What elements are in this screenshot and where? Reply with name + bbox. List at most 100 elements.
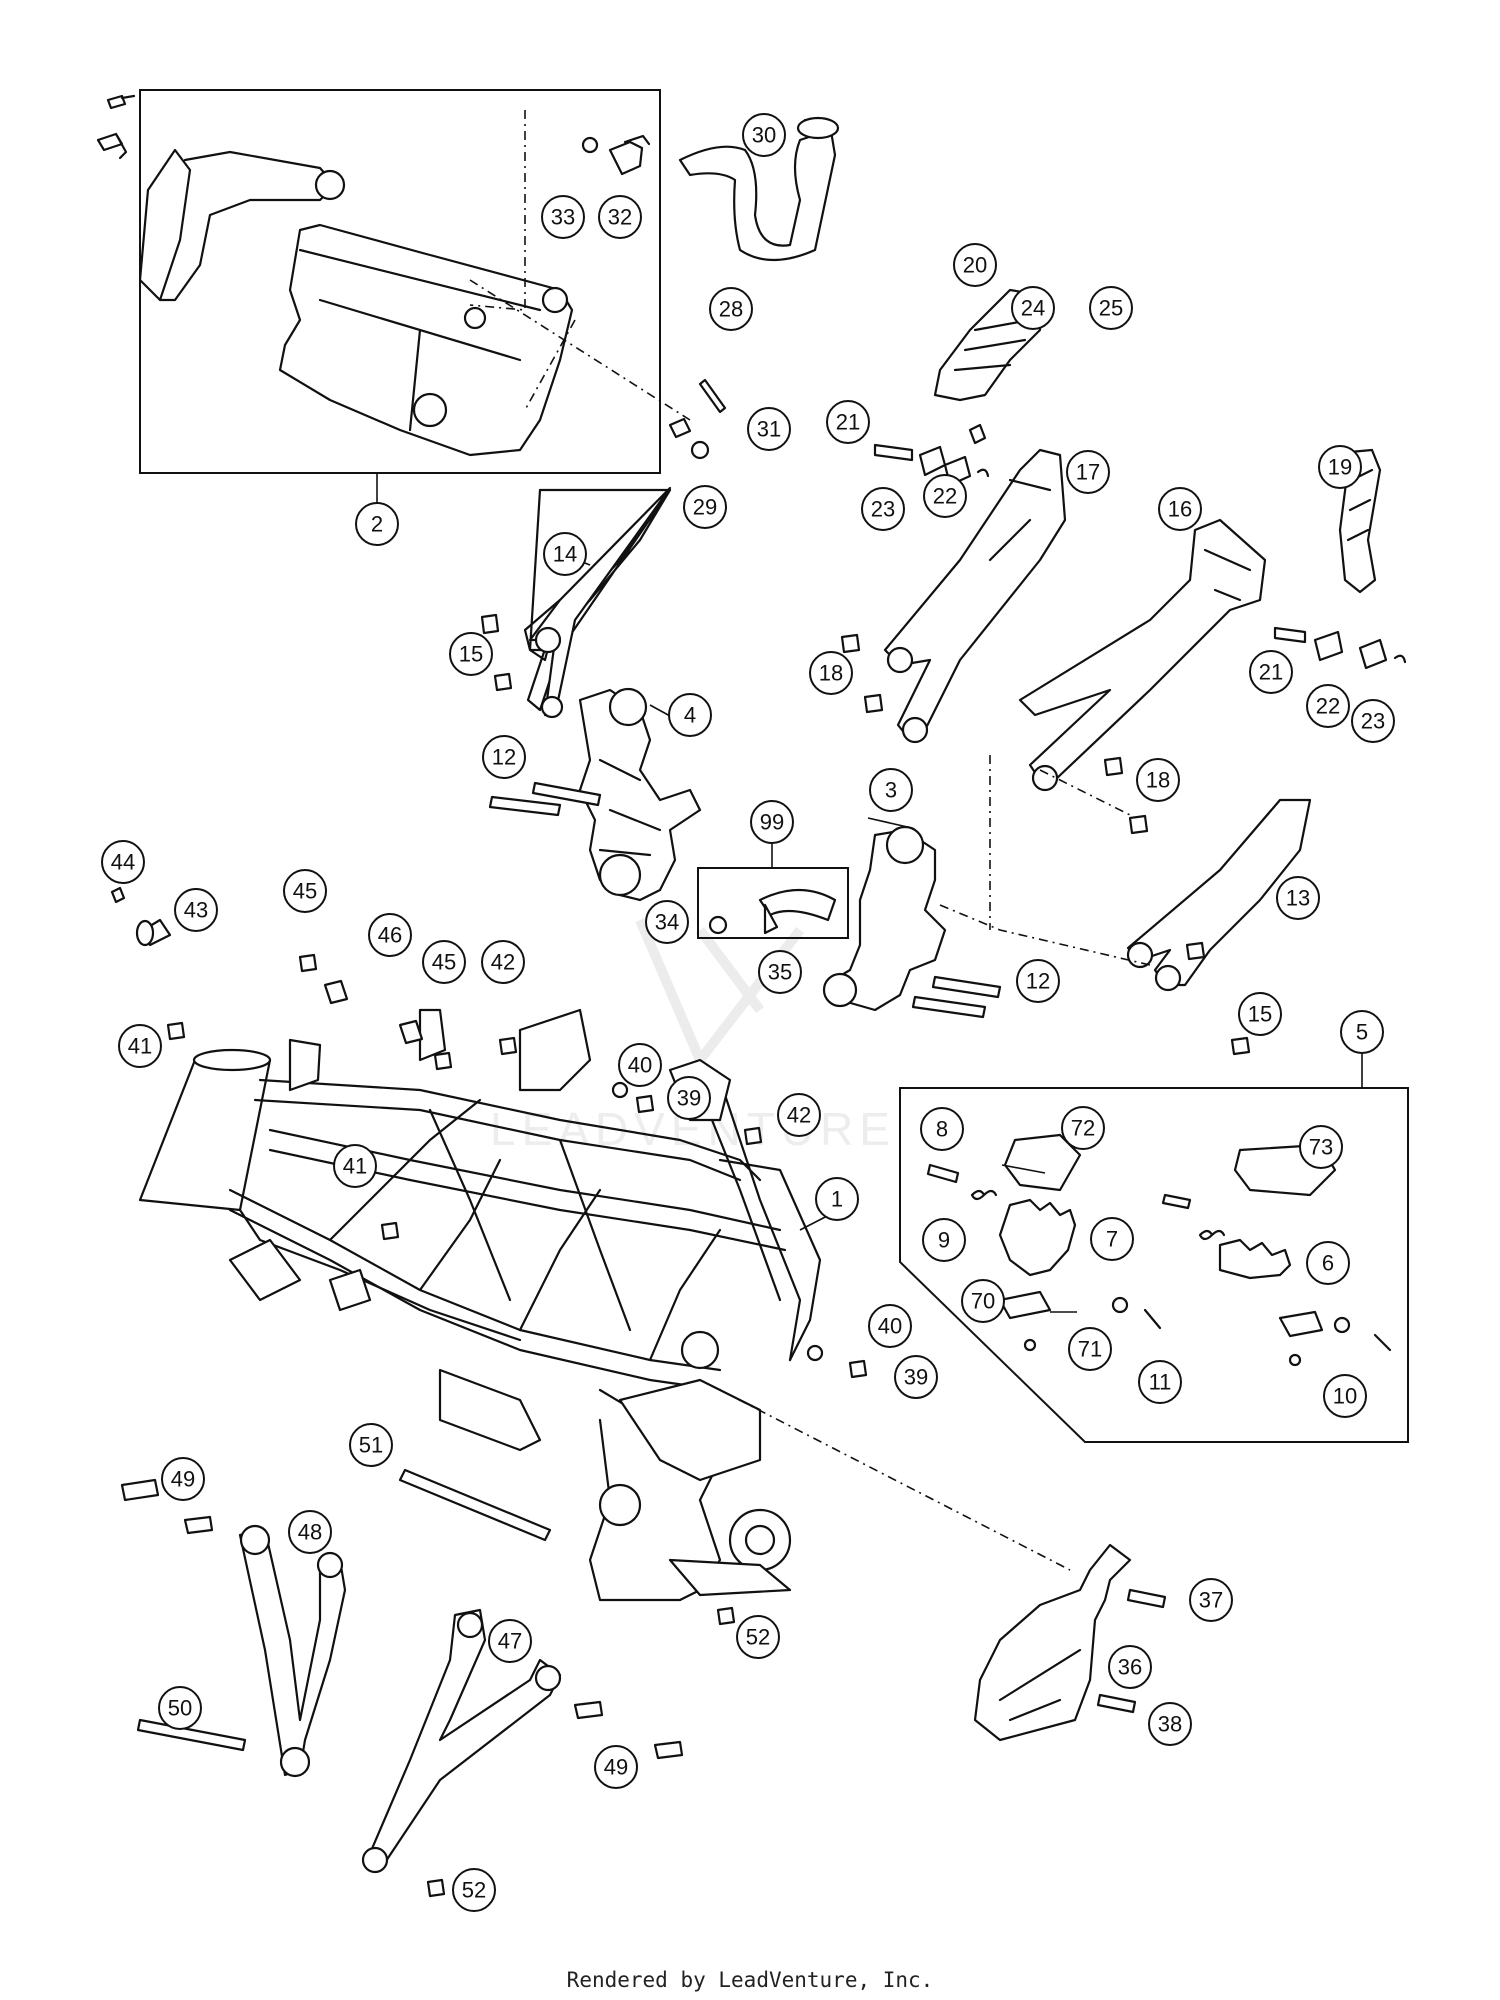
bolt-18a [840, 633, 861, 654]
callout-number: 23 [1361, 709, 1385, 734]
heel-guard-14 [523, 488, 672, 712]
bolt-50 [136, 1718, 247, 1752]
hose [678, 118, 837, 262]
callout-number: 48 [298, 1520, 322, 1545]
callout-number: 8 [936, 1117, 948, 1142]
callout-number: 52 [462, 1878, 486, 1903]
footrest-carrier-16 [1018, 518, 1267, 782]
callout-19: 19 [1318, 445, 1362, 489]
callout-39b: 39 [894, 1355, 938, 1399]
callout-number: 43 [184, 898, 208, 923]
callout-4: 4 [668, 693, 712, 737]
bolt-49a [120, 1478, 160, 1502]
callout-28: 28 [709, 287, 753, 331]
callout-number: 45 [293, 879, 317, 904]
callout-23a: 23 [861, 487, 905, 531]
pin-8 [926, 1163, 960, 1184]
callout-number: 42 [787, 1103, 811, 1128]
callout-47: 47 [488, 1619, 532, 1663]
callout-41b: 41 [333, 1144, 377, 1188]
callout-number: 23 [871, 497, 895, 522]
callout-30: 30 [742, 113, 786, 157]
callout-73: 73 [1299, 1125, 1343, 1169]
callout-number: 18 [819, 661, 843, 686]
bolt-37 [1126, 1588, 1167, 1609]
callout-number: 40 [628, 1053, 652, 1078]
callout-number: 7 [1106, 1227, 1118, 1252]
callout-number: 50 [168, 1696, 192, 1721]
callout-number: 3 [885, 778, 897, 803]
callout-number: 51 [359, 1433, 383, 1458]
callout-72: 72 [1061, 1106, 1105, 1150]
callout-number: 19 [1328, 455, 1352, 480]
callout-99: 99 [750, 800, 794, 844]
callout-9: 9 [922, 1218, 966, 1262]
callout-42a: 42 [481, 940, 525, 984]
callout-6: 6 [1306, 1241, 1350, 1285]
bolt-28 [698, 378, 727, 414]
callout-44: 44 [101, 840, 145, 884]
callout-18a: 18 [809, 651, 853, 695]
callout-35: 35 [758, 950, 802, 994]
callout-number: 36 [1118, 1655, 1142, 1680]
bolt-15a [480, 613, 500, 635]
callout-number: 22 [933, 484, 957, 509]
callout-70: 70 [961, 1279, 1005, 1323]
callout-12a: 12 [482, 735, 526, 779]
callout-number: 21 [1259, 660, 1283, 685]
callout-15a: 15 [449, 632, 493, 676]
callout-number: 13 [1286, 886, 1310, 911]
skid-plate [278, 223, 574, 457]
callout-39a: 39 [667, 1076, 711, 1120]
callout-51: 51 [349, 1423, 393, 1467]
nut-clip-31 [668, 417, 692, 439]
valve-fitting [608, 134, 651, 176]
kit-group-99 [697, 842, 849, 939]
callout-5: 5 [1340, 1010, 1384, 1054]
callout-45b: 45 [422, 940, 466, 984]
callout-number: 46 [378, 923, 402, 948]
bolt-15c [1185, 941, 1206, 961]
footrest-bracket-3 [823, 828, 947, 1012]
callout-number: 16 [1168, 497, 1192, 522]
callout-number: 33 [551, 205, 575, 230]
nut-29 [690, 440, 710, 460]
callout-number: 12 [1026, 969, 1050, 994]
callout-13: 13 [1276, 876, 1320, 920]
callout-number: 72 [1071, 1116, 1095, 1141]
bolt-51 [398, 1468, 552, 1542]
callout-number: 1 [831, 1187, 843, 1212]
callout-number: 29 [693, 495, 717, 520]
callout-8: 8 [920, 1107, 964, 1151]
callout-18b: 18 [1136, 758, 1180, 802]
callout-17: 17 [1066, 450, 1110, 494]
serrated-peg-7 [998, 1198, 1077, 1277]
swingarm-pivot [618, 1378, 762, 1482]
bolt-15d [1230, 1036, 1251, 1056]
callout-21a: 21 [826, 400, 870, 444]
pin-11 [1143, 1308, 1162, 1330]
callout-number: 10 [1333, 1384, 1357, 1409]
callout-31: 31 [747, 407, 791, 451]
callout-48: 48 [288, 1510, 332, 1554]
bolt-18c [1103, 756, 1124, 777]
callout-number: 30 [752, 123, 776, 148]
callout-32: 32 [598, 195, 642, 239]
callout-number: 39 [904, 1365, 928, 1390]
callout-14: 14 [543, 532, 587, 576]
chain-guard-36 [973, 1543, 1132, 1742]
callout-7: 7 [1090, 1217, 1134, 1261]
callout-22b: 22 [1306, 684, 1350, 728]
linkage-arms [120, 1478, 684, 1898]
callout-1: 1 [815, 1177, 859, 1221]
clip [96, 132, 128, 160]
bracket [138, 148, 337, 302]
callout-number: 38 [1158, 1712, 1182, 1737]
bolt-49d [653, 1740, 684, 1760]
bolt-12a [488, 795, 562, 817]
callout-71: 71 [1068, 1327, 1112, 1371]
callout-52b: 52 [452, 1868, 496, 1912]
callout-number: 49 [604, 1755, 628, 1780]
